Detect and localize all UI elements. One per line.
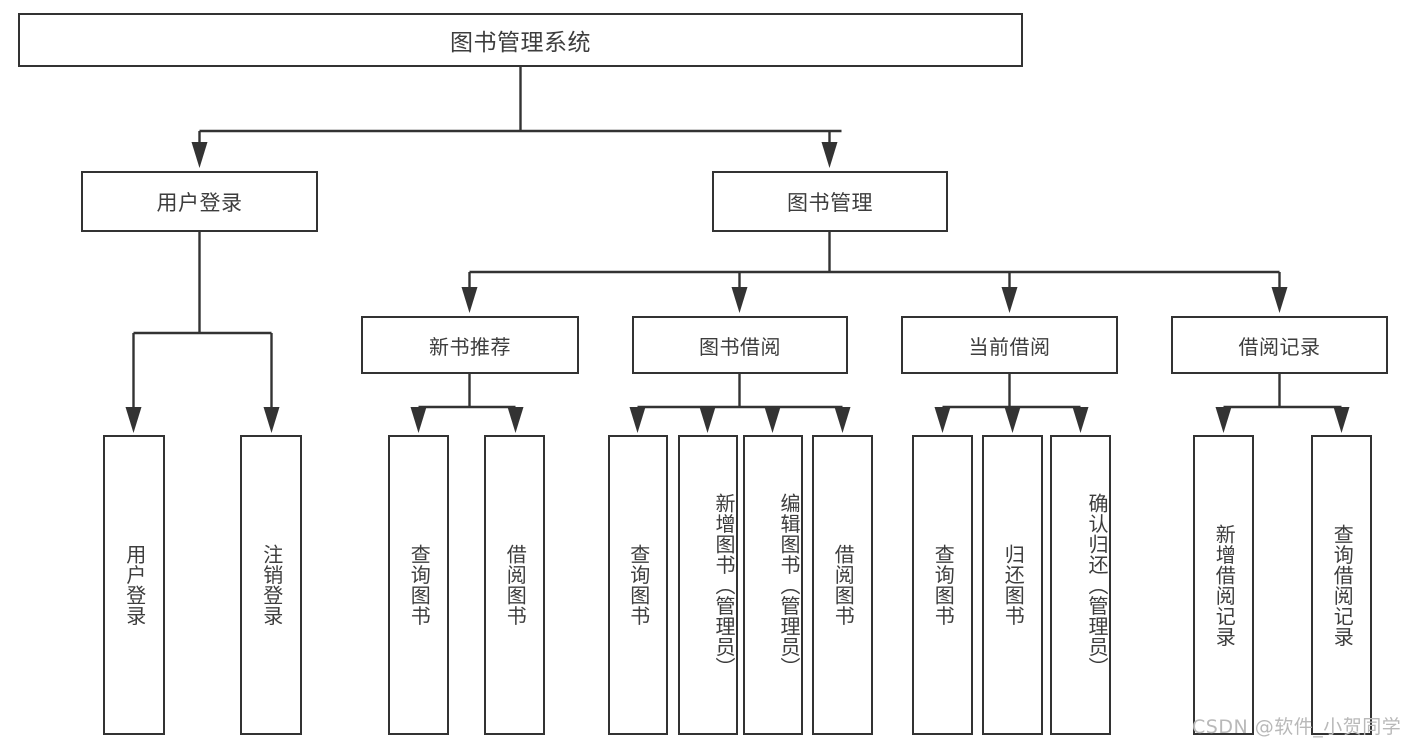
node-leaf-query-record[interactable]: 查询借阅记录 (1311, 435, 1372, 735)
node-leaf-add-book[interactable]: 新增图书（管理员） (678, 435, 738, 735)
node-label: 新书推荐 (429, 334, 511, 359)
arrowhead-icon (191, 142, 208, 168)
node-label: 查询图书 (626, 544, 651, 626)
node-label: 新增借阅记录 (1212, 523, 1237, 647)
node-label: 确认归还（管理员） (1085, 492, 1109, 678)
node-leaf-query-book-1[interactable]: 查询图书 (388, 435, 449, 735)
arrowhead-icon (1072, 407, 1089, 433)
node-label: 归还图书 (1001, 544, 1026, 626)
node-label: 用户登录 (122, 544, 147, 626)
arrowhead-icon (731, 287, 748, 313)
node-label: 查询图书 (931, 544, 956, 626)
node-leaf-return-book[interactable]: 归还图书 (982, 435, 1043, 735)
node-leaf-edit-book[interactable]: 编辑图书（管理员） (743, 435, 803, 735)
node-leaf-borrow-book-1[interactable]: 借阅图书 (484, 435, 545, 735)
node-label: 图书借阅 (699, 334, 781, 359)
arrowhead-icon (699, 407, 716, 433)
node-label: 编辑图书（管理员） (777, 492, 801, 678)
arrowhead-icon (461, 287, 478, 313)
arrowhead-icon (934, 407, 951, 433)
node-leaf-confirm-return[interactable]: 确认归还（管理员） (1050, 435, 1111, 735)
node-new-book-rec[interactable]: 新书推荐 (361, 316, 579, 374)
arrowhead-icon (410, 407, 427, 433)
node-user-login[interactable]: 用户登录 (81, 171, 318, 232)
node-label: 查询图书 (407, 544, 432, 626)
node-leaf-borrow-book-2[interactable]: 借阅图书 (812, 435, 873, 735)
node-book-manage[interactable]: 图书管理 (712, 171, 948, 232)
node-label: 图书管理系统 (450, 30, 591, 56)
node-leaf-add-record[interactable]: 新增借阅记录 (1193, 435, 1254, 735)
node-leaf-query-book-2[interactable]: 查询图书 (608, 435, 668, 735)
node-leaf-user-logout[interactable]: 注销登录 (240, 435, 302, 735)
arrowhead-icon (125, 407, 142, 433)
node-label: 查询借阅记录 (1330, 523, 1355, 647)
arrowhead-icon (1215, 407, 1232, 433)
arrowhead-icon (1333, 407, 1350, 433)
node-book-borrow[interactable]: 图书借阅 (632, 316, 848, 374)
node-current-borrow[interactable]: 当前借阅 (901, 316, 1118, 374)
node-label: 借阅图书 (831, 544, 856, 626)
arrowhead-icon (507, 407, 524, 433)
node-label: 当前借阅 (968, 334, 1051, 359)
node-label: 图书管理 (787, 190, 873, 215)
arrowhead-icon (263, 407, 280, 433)
arrowhead-icon (764, 407, 781, 433)
node-root-system-title[interactable]: 图书管理系统 (18, 13, 1023, 67)
node-label: 新增图书（管理员） (712, 492, 736, 678)
arrowhead-icon (1001, 287, 1018, 313)
arrowhead-icon (821, 142, 838, 168)
csdn-watermark: CSDN @软件_小贺同学 (1192, 716, 1402, 738)
node-label: 借阅图书 (503, 544, 528, 626)
node-leaf-user-login[interactable]: 用户登录 (103, 435, 165, 735)
node-label: 注销登录 (259, 544, 284, 626)
arrowhead-icon (834, 407, 851, 433)
node-label: 用户登录 (156, 190, 243, 215)
arrowhead-icon (629, 407, 646, 433)
node-borrow-record[interactable]: 借阅记录 (1171, 316, 1388, 374)
node-leaf-query-book-3[interactable]: 查询图书 (912, 435, 973, 735)
node-label: 借阅记录 (1238, 334, 1321, 359)
arrowhead-icon (1271, 287, 1288, 313)
arrowhead-icon (1004, 407, 1021, 433)
